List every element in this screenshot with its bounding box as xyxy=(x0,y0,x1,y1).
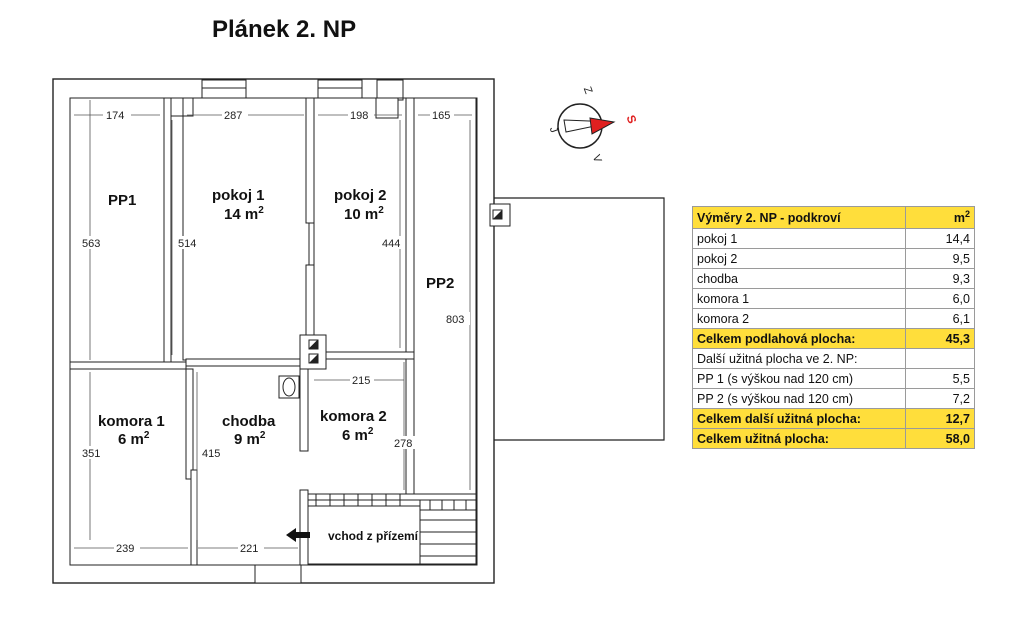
dim-239: 239 xyxy=(116,543,134,555)
row-label: Celkem další užitná plocha: xyxy=(692,408,906,429)
dim-415: 415 xyxy=(202,448,220,460)
area-table-header-unit: m2 xyxy=(905,206,975,229)
table-row-total: Celkem další užitná plocha:12,7 xyxy=(692,408,975,429)
table-row: Další užitná plocha ve 2. NP: xyxy=(692,348,975,369)
row-value: 9,3 xyxy=(905,268,975,289)
compass-north-label: Z xyxy=(581,85,595,96)
dim-215: 215 xyxy=(352,375,370,387)
dim-174: 174 xyxy=(106,110,124,122)
wall-chodba-stair xyxy=(299,489,309,566)
dim-563: 563 xyxy=(82,238,100,250)
dim-278: 278 xyxy=(394,438,412,450)
chimney-1 xyxy=(170,97,194,117)
terrace-outline xyxy=(494,197,665,441)
wall-komora1-chodba-a xyxy=(185,368,194,480)
wall-komora2-pp2 xyxy=(405,358,415,495)
staircase xyxy=(307,493,477,565)
table-row: PP 1 (s výškou nad 120 cm)5,5 xyxy=(692,368,975,389)
fixture xyxy=(278,375,300,399)
wall-pokoj2-pp2 xyxy=(405,97,415,354)
area-table-header: Výměry 2. NP - podkroví m2 xyxy=(692,206,975,229)
row-label: pokoj 1 xyxy=(692,228,906,249)
wall-pokoj1-pokoj2-a xyxy=(305,97,315,224)
dim-165: 165 xyxy=(432,110,450,122)
pp2-outline xyxy=(413,97,477,495)
entry-label: vchod z přízemí xyxy=(328,529,419,543)
window-top-2 xyxy=(317,79,363,99)
inner-wall xyxy=(69,97,478,566)
room-chodba-area: 9 m2 xyxy=(234,430,266,448)
room-pokoj2-name: pokoj 2 xyxy=(334,187,387,204)
row-value: 6,1 xyxy=(905,308,975,329)
wall-pokoj1-chodba xyxy=(185,358,302,367)
dim-803: 803 xyxy=(446,314,464,326)
pokoj2-outline xyxy=(313,97,411,353)
row-value: 14,4 xyxy=(905,228,975,249)
floor-plan: 174 287 198 165 563 514 444 803 215 351 … xyxy=(52,78,665,584)
row-label: komora 1 xyxy=(692,288,906,309)
compass-icon: Z S V J xyxy=(547,85,640,165)
row-label: PP 1 (s výškou nad 120 cm) xyxy=(692,368,906,389)
compass-east-label: S xyxy=(624,113,640,125)
dim-351: 351 xyxy=(82,448,100,460)
compass-south-label: V xyxy=(590,153,604,165)
compass-west-label: J xyxy=(547,125,560,134)
row-value: 9,5 xyxy=(905,248,975,269)
room-komora2-area: 6 m2 xyxy=(342,426,374,444)
room-komora1-area: 6 m2 xyxy=(118,430,150,448)
entry-arrow-icon xyxy=(286,528,310,542)
room-pokoj2-area: 10 m2 xyxy=(344,205,384,223)
outer-wall xyxy=(52,78,495,584)
table-row-total: Celkem podlahová plocha:45,3 xyxy=(692,328,975,349)
area-table-header-label: Výměry 2. NP - podkroví xyxy=(692,206,906,229)
row-value: 45,3 xyxy=(905,328,975,349)
window-top-1 xyxy=(201,79,247,99)
room-pp1-label: PP1 xyxy=(108,192,136,209)
chimney-2 xyxy=(375,97,399,119)
window-top-3 xyxy=(376,79,404,101)
room-chodba-name: chodba xyxy=(222,413,276,430)
row-label: chodba xyxy=(692,268,906,289)
room-komora2-name: komora 2 xyxy=(320,408,387,425)
room-pp2-label: PP2 xyxy=(426,275,454,292)
row-label: komora 2 xyxy=(692,308,906,329)
wall-chodba-komora2 xyxy=(299,368,309,452)
row-value: 5,5 xyxy=(905,368,975,389)
page-title: Plánek 2. NP xyxy=(212,16,357,43)
room-komora1-name: komora 1 xyxy=(98,413,165,430)
wall-komora1-chodba-b xyxy=(190,469,198,566)
wall-pp1-komora1 xyxy=(69,361,187,370)
row-value: 58,0 xyxy=(905,428,975,449)
room-pokoj1-name: pokoj 1 xyxy=(212,187,265,204)
dim-287: 287 xyxy=(224,110,242,122)
window-bottom xyxy=(254,564,302,584)
wall-pp1-pokoj1 xyxy=(163,97,172,369)
row-label: PP 2 (s výškou nad 120 cm) xyxy=(692,388,906,409)
row-label: pokoj 2 xyxy=(692,248,906,269)
row-label: Celkem podlahová plocha: xyxy=(692,328,906,349)
pokoj1-outline xyxy=(182,97,310,361)
table-row: PP 2 (s výškou nad 120 cm)7,2 xyxy=(692,388,975,409)
row-value xyxy=(905,348,975,369)
wall-pokoj1-pokoj2-b xyxy=(305,264,315,336)
row-value: 7,2 xyxy=(905,388,975,409)
dim-514: 514 xyxy=(178,238,196,250)
dim-444: 444 xyxy=(382,238,400,250)
row-label: Celkem užitná plocha: xyxy=(692,428,906,449)
table-row-grand-total: Celkem užitná plocha:58,0 xyxy=(692,428,975,449)
dim-198: 198 xyxy=(350,110,368,122)
room-pokoj1-area: 14 m2 xyxy=(224,205,264,223)
wall-pokoj2-komora2 xyxy=(325,351,415,360)
row-label: Další užitná plocha ve 2. NP: xyxy=(692,348,906,369)
dim-221: 221 xyxy=(240,543,258,555)
row-value: 12,7 xyxy=(905,408,975,429)
row-value: 6,0 xyxy=(905,288,975,309)
